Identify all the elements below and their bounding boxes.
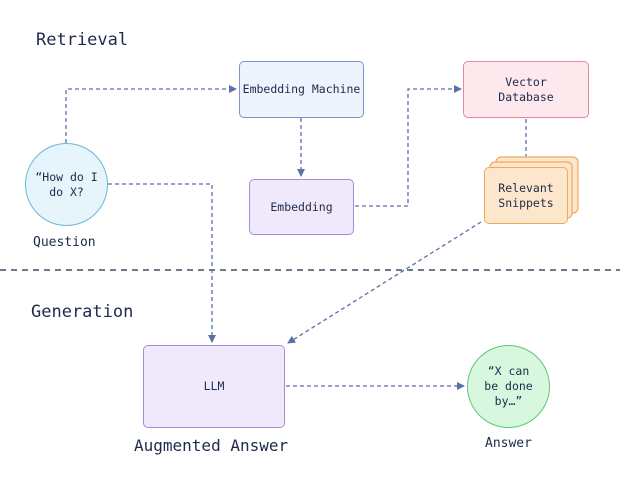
question-node: “How do I do X? [25,143,108,226]
embedding-machine-text: Embedding Machine [242,82,361,96]
arrow-embedding-to-vector-database [355,85,462,207]
section-label-retrieval: Retrieval [36,30,129,50]
vector-database-node: Vector Database [463,61,589,118]
answer-caption: Answer [485,436,532,451]
question-node-text: “How do I do X? [35,169,98,199]
embedding-machine-node: Embedding Machine [239,61,364,118]
question-caption: Question [33,235,96,250]
arrow-question-to-embedding-machine [65,85,237,143]
answer-node: “X can be done by…” [467,345,550,428]
vector-database-text: Vector Database [498,74,554,104]
answer-node-text: “X can be done by…” [484,364,533,408]
llm-node: LLM [143,345,285,428]
section-label-generation: Generation [31,302,134,322]
llm-text: LLM [203,379,225,393]
arrow-snippets-to-llm [287,221,482,344]
relevant-snippets-node: Relevant Snippets [484,167,568,224]
embedding-node: Embedding [249,179,354,235]
augmented-answer-caption: Augmented Answer [134,436,289,455]
relevant-snippets-text: Relevant Snippets [498,180,554,210]
embedding-text: Embedding [270,199,333,214]
